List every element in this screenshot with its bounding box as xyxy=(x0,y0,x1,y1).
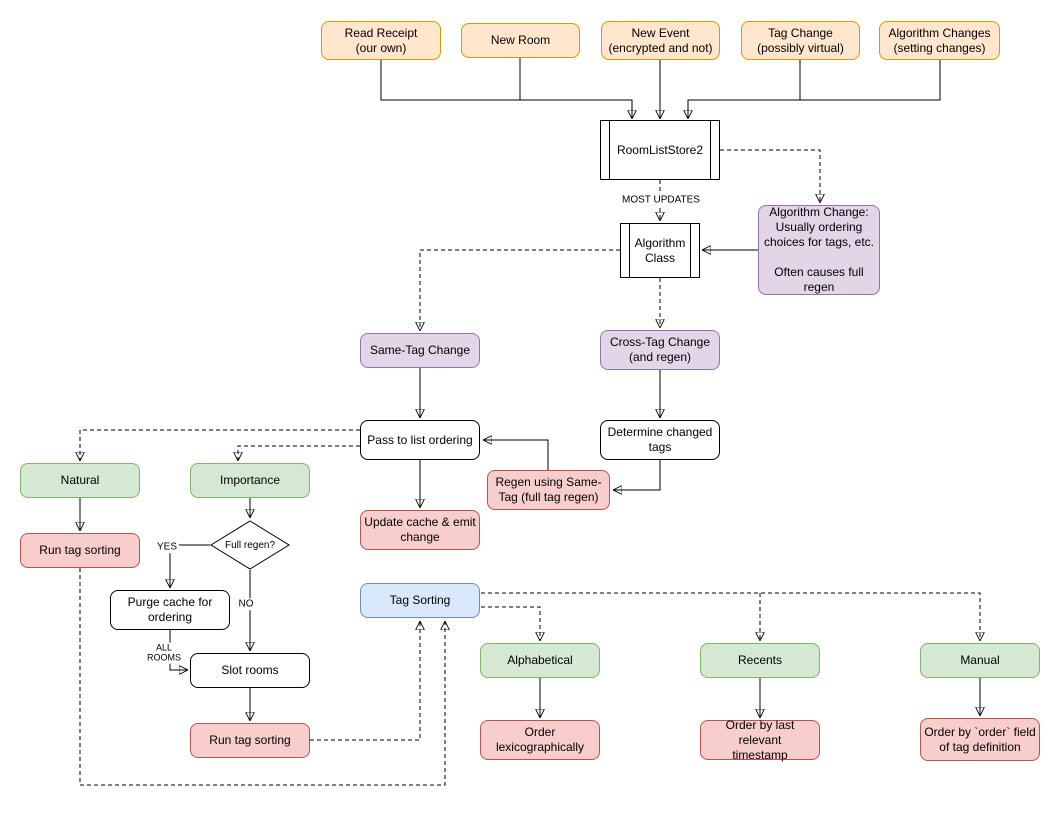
node-purge-cache: Purge cache for ordering xyxy=(110,590,230,630)
edge-store-to-note xyxy=(720,149,820,202)
edge-read-receipt-to-store xyxy=(380,60,632,118)
edge-determine-to-regen xyxy=(614,460,661,490)
edge-label-no: NO xyxy=(236,598,256,610)
node-regen-same-tag: Regen using Same- Tag (full tag regen) xyxy=(487,470,610,510)
edge-label-most-updates: MOST UPDATES xyxy=(620,194,702,206)
node-run-tag-sorting-bottom: Run tag sorting xyxy=(190,723,310,758)
edge-label-all-rooms: ALL ROOMS xyxy=(144,642,184,664)
edge-algorithm-class-to-same-tag xyxy=(420,249,620,330)
edge-algorithm-changes-to-store xyxy=(688,60,941,118)
edge-tag-sorting-to-alphabetical xyxy=(481,606,540,640)
node-same-tag-change: Same-Tag Change xyxy=(360,333,480,368)
node-algorithm-class: Algorithm Class xyxy=(620,223,700,278)
node-order-by-timestamp: Order by last relevant timestamp xyxy=(700,718,820,762)
node-run-tag-sorting-left: Run tag sorting xyxy=(20,533,140,568)
edge-label-yes: YES xyxy=(154,541,180,553)
edge-pass-to-natural xyxy=(80,429,360,460)
node-tag-change: Tag Change (possibly virtual) xyxy=(741,21,860,60)
edge-pass-to-importance xyxy=(238,445,360,460)
node-new-room: New Room xyxy=(461,23,580,58)
node-natural: Natural xyxy=(20,463,140,498)
node-update-cache: Update cache & emit change xyxy=(360,510,480,550)
node-alphabetical: Alphabetical xyxy=(480,643,600,678)
node-order-lexicographically: Order lexicographically xyxy=(480,720,600,760)
diamond-shape xyxy=(210,520,290,570)
node-read-receipt: Read Receipt (our own) xyxy=(321,21,441,60)
node-recents: Recents xyxy=(700,643,820,678)
node-algorithm-changes: Algorithm Changes (setting changes) xyxy=(879,21,1000,60)
node-determine-changed-tags: Determine changed tags xyxy=(600,420,720,460)
node-slot-rooms: Slot rooms xyxy=(190,653,310,688)
node-room-list-store2: RoomListStore2 xyxy=(600,120,720,180)
node-cross-tag-change: Cross-Tag Change (and regen) xyxy=(600,330,720,370)
node-algorithm-change-note: Algorithm Change: Usually ordering choic… xyxy=(758,205,880,295)
decision-label: Full regen? xyxy=(224,539,276,551)
node-importance: Importance xyxy=(190,463,310,498)
edge-run-tag-sorting-left-to-tag-sorting xyxy=(79,568,445,786)
node-full-regen-decision: Full regen? xyxy=(210,520,290,570)
node-order-by-order-field: Order by `order` field of tag definition xyxy=(920,718,1040,761)
edge-regen-to-pass xyxy=(484,440,549,470)
node-tag-sorting: Tag Sorting xyxy=(360,583,480,618)
edge-tag-sorting-to-manual xyxy=(481,592,980,640)
node-manual: Manual xyxy=(920,643,1040,678)
node-new-event: New Event (encrypted and not) xyxy=(601,21,720,60)
edge-run-tag-sorting-bottom-to-tag-sorting xyxy=(310,622,420,741)
node-pass-to-list-ordering: Pass to list ordering xyxy=(360,420,480,460)
